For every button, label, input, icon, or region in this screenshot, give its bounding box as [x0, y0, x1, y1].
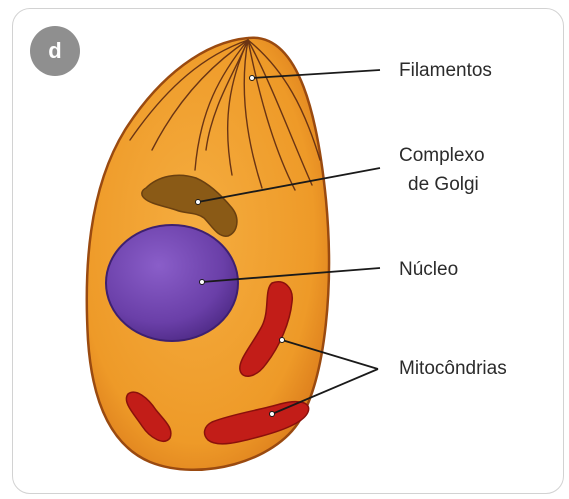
nucleus [106, 225, 238, 341]
label-nucleo: Núcleo [399, 255, 458, 284]
label-mitocondrias: Mitocôndrias [399, 354, 507, 383]
label-filamentos: Filamentos [399, 56, 492, 85]
label-complexo-de-golgi: Complexo de Golgi [399, 141, 485, 199]
label-golgi-line1: Complexo [399, 141, 485, 170]
label-golgi-line2: de Golgi [399, 170, 485, 199]
